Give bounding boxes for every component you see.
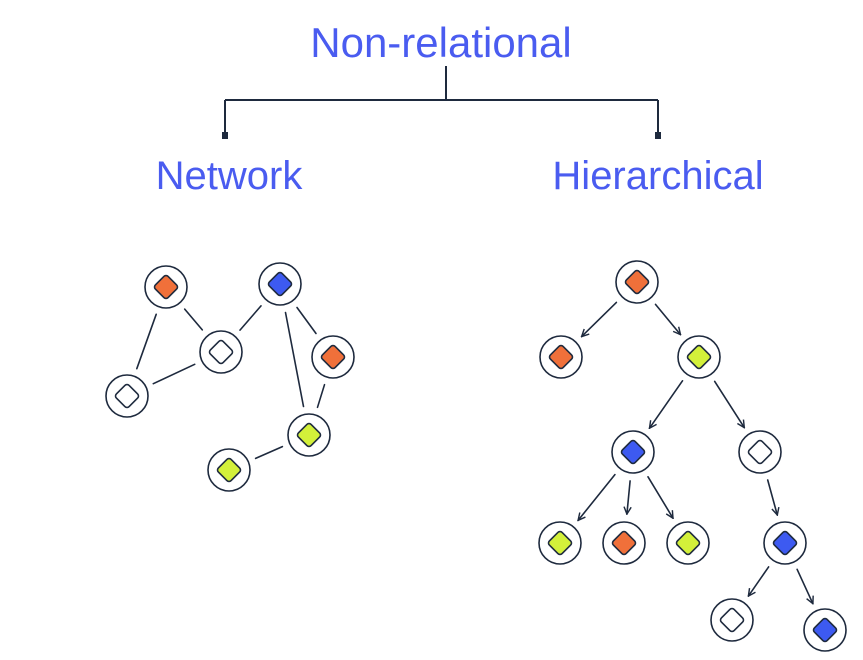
network-node-n1-diamond [153, 274, 179, 300]
hierarchy-node-h8-diamond [675, 530, 701, 556]
hierarchy-node-h5 [738, 430, 782, 474]
hierarchy-node-h6 [538, 521, 582, 565]
network-edges [136, 305, 326, 460]
network-node-n3 [199, 330, 243, 374]
network-node-n2 [258, 262, 302, 306]
hierarchy-nodes [538, 260, 847, 652]
network-node-n4-diamond [320, 344, 346, 370]
branch-end-marker-network [222, 132, 228, 139]
network-edge-n6-n7 [254, 445, 284, 460]
hierarchy-node-h7 [602, 521, 646, 565]
network-node-n6-diamond [296, 422, 322, 448]
hierarchy-node-h1 [615, 260, 659, 304]
hierarchy-edge-h1-h2 [582, 301, 618, 336]
branch-connector [224, 66, 659, 135]
hierarchy-edge-h1-h3 [654, 303, 681, 334]
network-node-n7-diamond [216, 457, 242, 483]
hierarchy-edge-h3-h4 [650, 379, 684, 428]
hierarchy-node-h10 [710, 598, 754, 642]
hierarchy-node-h7-diamond [611, 530, 637, 556]
network-node-n3-diamond [208, 339, 234, 365]
network-branch-label: Network [155, 154, 303, 198]
diagram-title: Non-relational [310, 19, 572, 66]
hierarchy-node-h2-diamond [548, 344, 574, 370]
hierarchy-node-h9 [763, 521, 807, 565]
network-node-n7 [207, 448, 251, 492]
hierarchy-node-h11-diamond [812, 617, 838, 643]
hierarchy-edge-h4-h8 [647, 475, 673, 518]
network-node-n1 [144, 265, 188, 309]
hierarchy-node-h5-diamond [747, 439, 773, 465]
hierarchy-edge-h4-h6 [578, 473, 616, 521]
network-node-n2-diamond [267, 271, 293, 297]
network-edge-n1-n3 [183, 308, 204, 331]
hierarchy-edge-h3-h5 [713, 380, 745, 427]
network-edge-n3-n5 [152, 363, 196, 385]
network-node-n6 [287, 413, 331, 457]
network-nodes [105, 262, 355, 492]
network-node-n5-diamond [114, 383, 140, 409]
hierarchy-node-h4-diamond [620, 439, 646, 465]
hierarchy-node-h2 [539, 335, 583, 379]
hierarchy-node-h3 [677, 335, 721, 379]
network-edge-n2-n3 [239, 305, 262, 331]
hierarchy-node-h3-diamond [686, 344, 712, 370]
hierarchy-node-h6-diamond [547, 530, 573, 556]
hierarchy-node-h11 [803, 608, 847, 652]
hierarchy-node-h9-diamond [772, 530, 798, 556]
network-edge-n4-n6 [316, 383, 326, 409]
network-edge-n1-n5 [136, 313, 157, 370]
hierarchical-branch-label: Hierarchical [552, 154, 764, 198]
network-node-n4 [311, 335, 355, 379]
hierarchy-node-h4 [611, 430, 655, 474]
hierarchy-node-h1-diamond [624, 269, 650, 295]
network-node-n5 [105, 374, 149, 418]
hierarchy-node-h10-diamond [719, 607, 745, 633]
hierarchy-node-h8 [666, 521, 710, 565]
hierarchy-edge-h4-h7 [627, 480, 630, 514]
network-edge-n2-n6 [284, 311, 305, 408]
hierarchy-edge-h9-h11 [796, 568, 813, 603]
hierarchy-edge-h5-h9 [766, 479, 778, 515]
hierarchy-edge-h9-h10 [748, 566, 770, 596]
hierarchy-edges [578, 301, 813, 603]
branch-end-marker-hierarchical [655, 132, 661, 139]
network-edge-n2-n4 [296, 306, 317, 335]
